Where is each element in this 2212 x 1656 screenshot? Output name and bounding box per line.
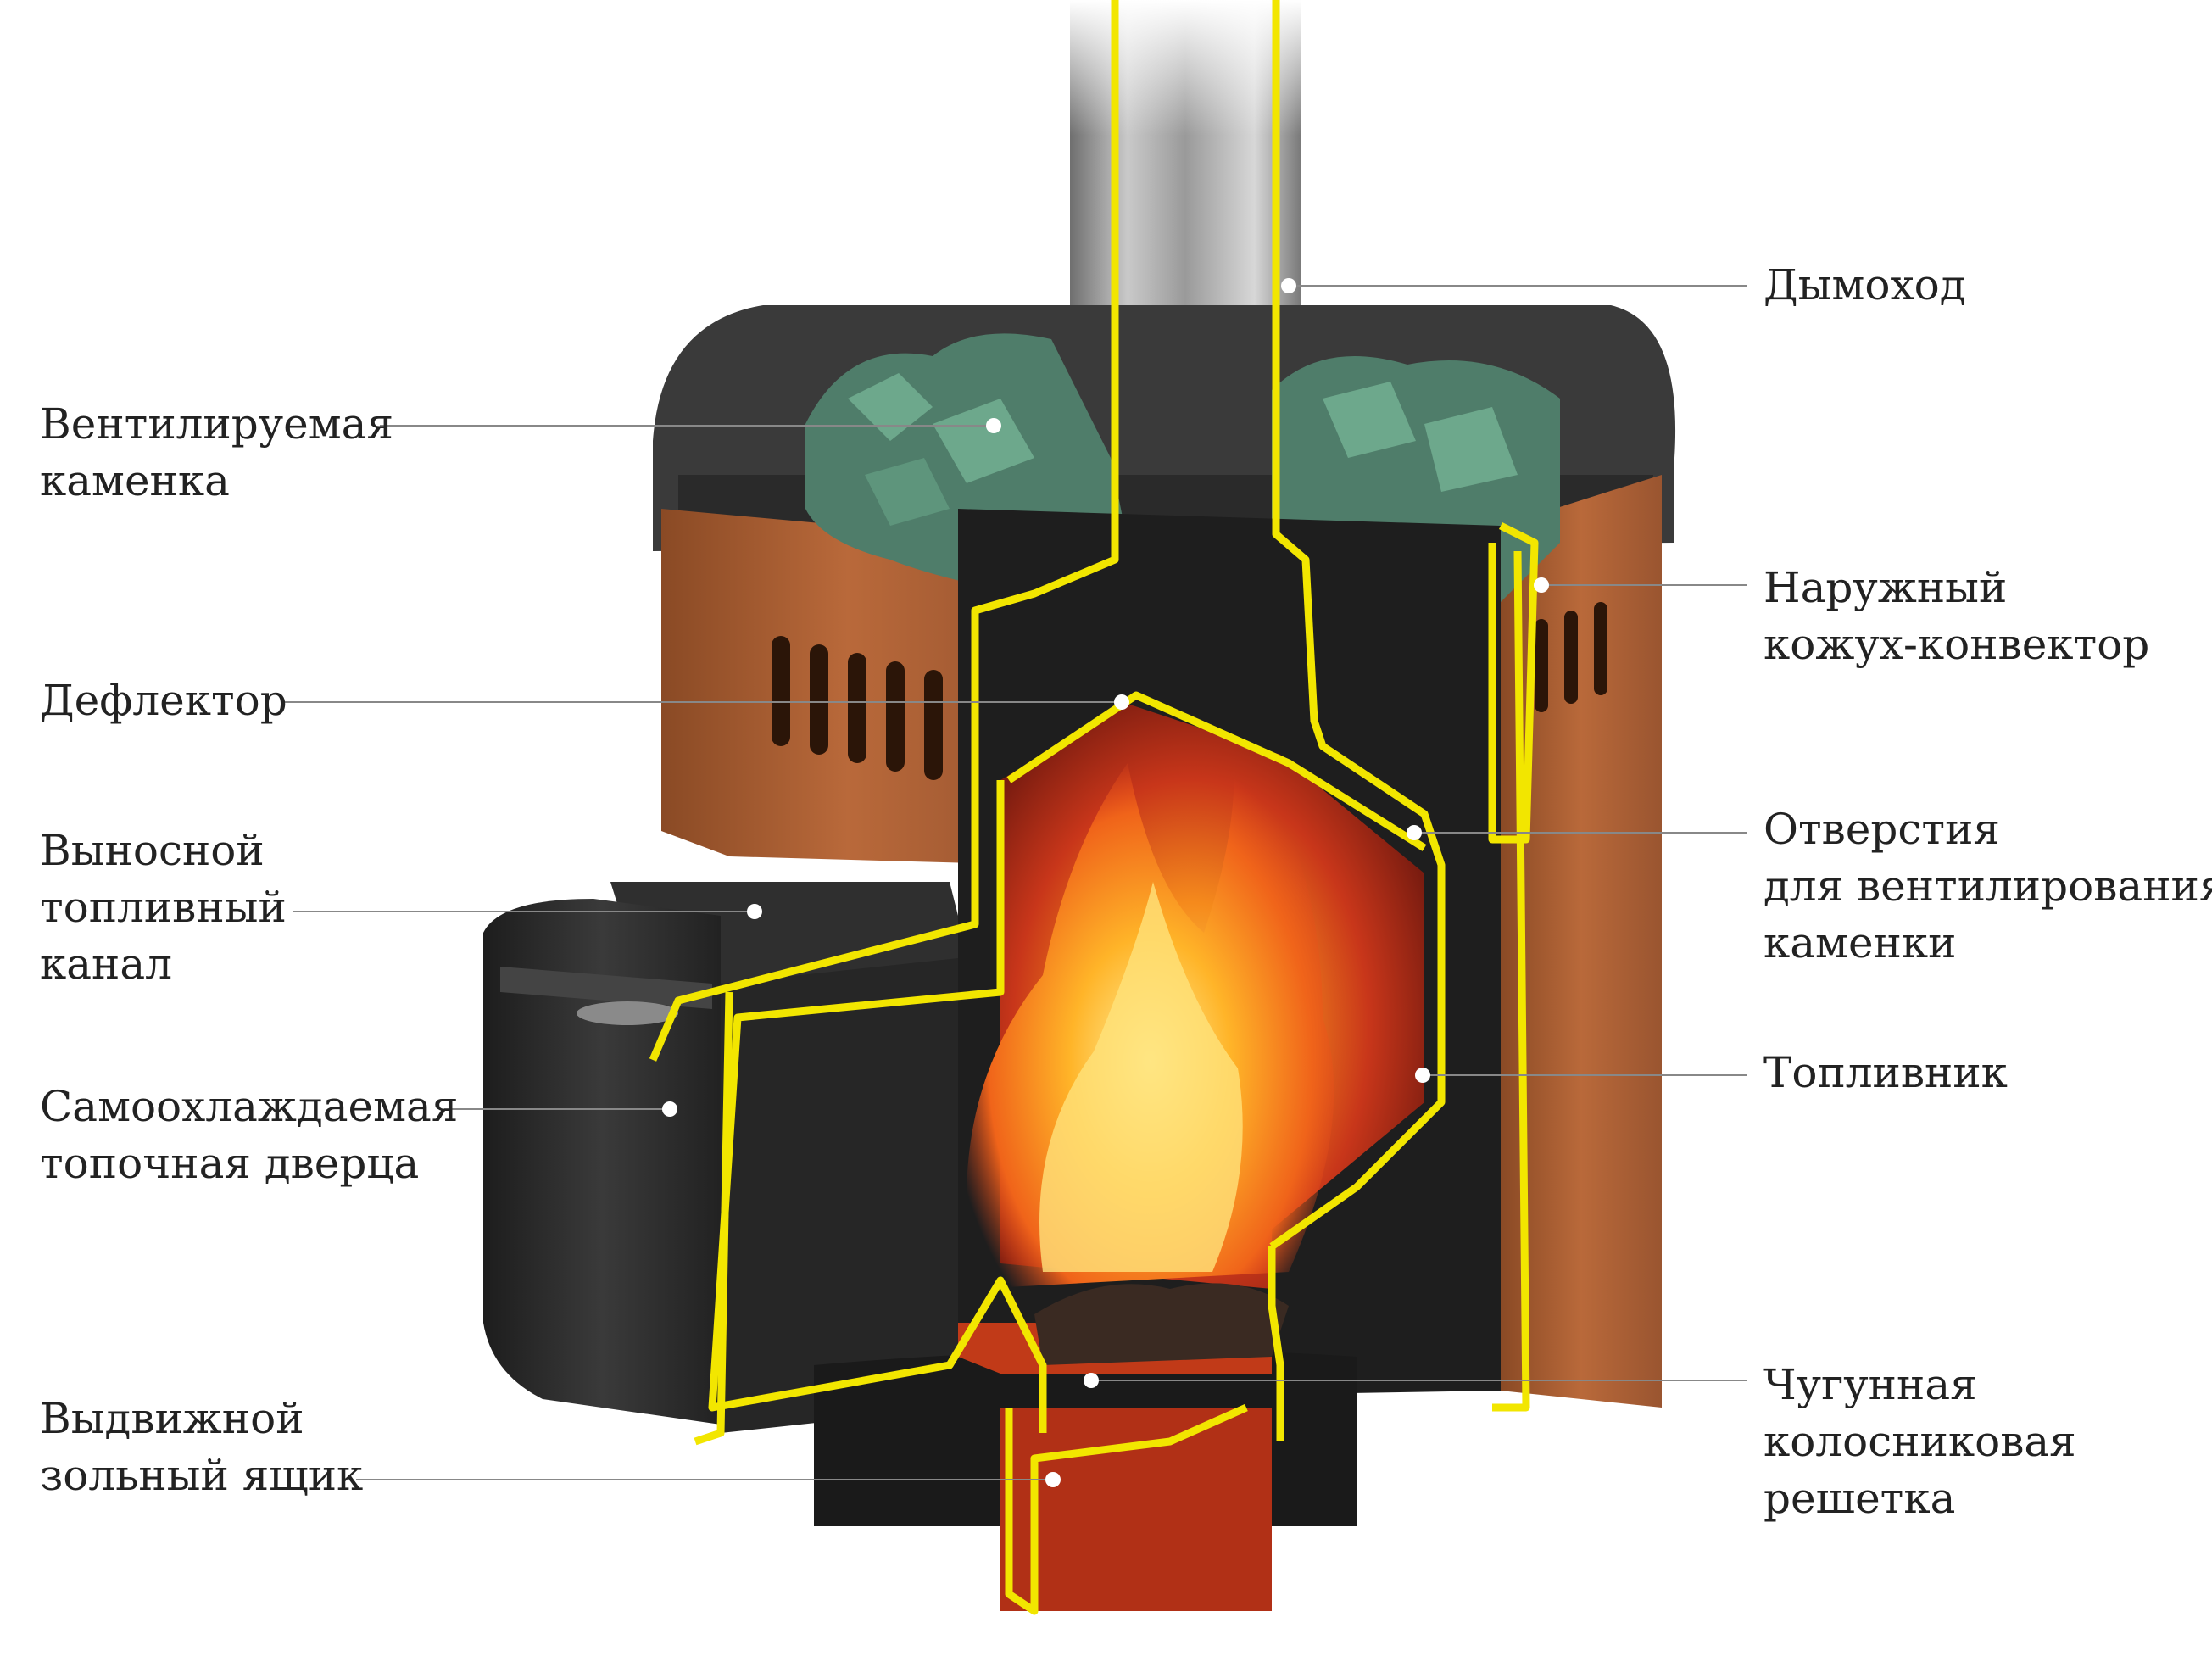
cut-section-outline [649, 0, 1539, 1615]
marker-casing [1534, 577, 1549, 593]
label-ventilated-stone-box: Вентилируемая каменка [40, 399, 393, 505]
marker-fuel-channel [747, 904, 762, 919]
marker-chimney [1281, 278, 1296, 293]
callout-leaders [284, 278, 1747, 1487]
vent-slots-right [1535, 602, 1607, 712]
label-fuel-channel: Выносной топливный канал [40, 826, 287, 989]
marker-vent-holes [1407, 825, 1422, 840]
marker-door [662, 1101, 677, 1117]
marker-stone-box [986, 418, 1001, 433]
marker-deflector [1114, 694, 1129, 710]
label-outer-casing-convector: Наружный кожух-конвектор [1763, 563, 2150, 669]
marker-ash-drawer [1045, 1472, 1061, 1487]
fire-flames [967, 721, 1334, 1365]
label-vent-holes: Отверстия для вентилирования каменки [1763, 805, 2212, 967]
label-cast-iron-grate: Чугунная колосниковая решетка [1763, 1360, 2076, 1523]
label-chimney: Дымоход [1763, 260, 1966, 309]
label-firebox-door: Самоохлаждаемая топочная дверца [40, 1082, 459, 1188]
label-ash-drawer: Выдвижной зольный ящик [40, 1394, 364, 1500]
marker-firebox [1415, 1068, 1430, 1083]
vent-slots-left [772, 636, 943, 780]
label-firebox: Топливник [1763, 1048, 2008, 1097]
marker-grate [1084, 1373, 1099, 1388]
label-deflector: Дефлектор [40, 676, 287, 725]
